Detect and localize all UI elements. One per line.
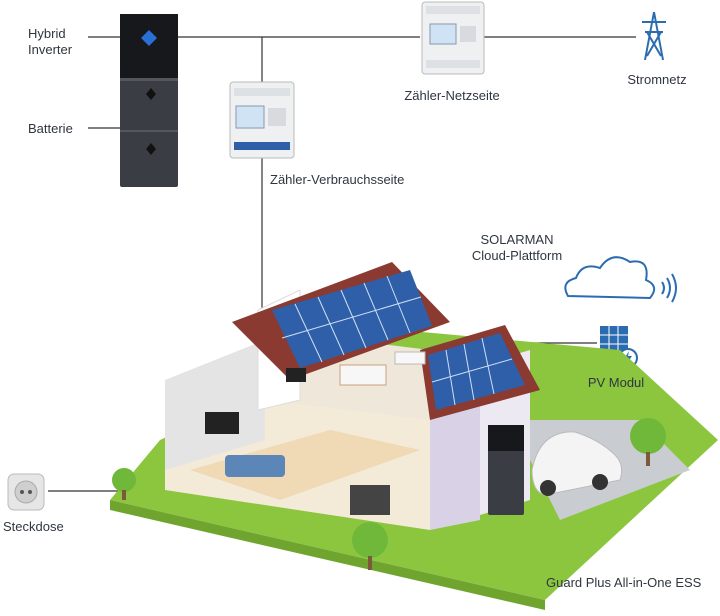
label-battery: Batterie: [28, 121, 73, 136]
label-meter-consumption-side: Zähler-Verbrauchsseite: [270, 172, 405, 187]
socket-icon: [7, 473, 45, 511]
inverter-battery-tower: [120, 14, 178, 187]
consumption-side-meter: [229, 81, 295, 159]
label-pv-module: PV Modul: [587, 375, 645, 390]
label-grid: Stromnetz: [627, 72, 687, 87]
label-ess: Guard Plus All-in-One ESS: [546, 575, 702, 590]
house-illustration: [110, 262, 718, 610]
label-cloud-platform: SOLARMAN Cloud-Plattform: [471, 232, 563, 263]
grid-side-meter: [421, 1, 485, 75]
label-hybrid-inverter: Hybrid Inverter: [28, 26, 73, 57]
label-socket: Steckdose: [3, 519, 64, 534]
wifi-signal-icon: [661, 273, 677, 303]
grid-tower-icon: [642, 11, 666, 61]
cloud-icon: [564, 256, 656, 300]
label-meter-grid-side: Zähler-Netzseite: [404, 88, 500, 103]
